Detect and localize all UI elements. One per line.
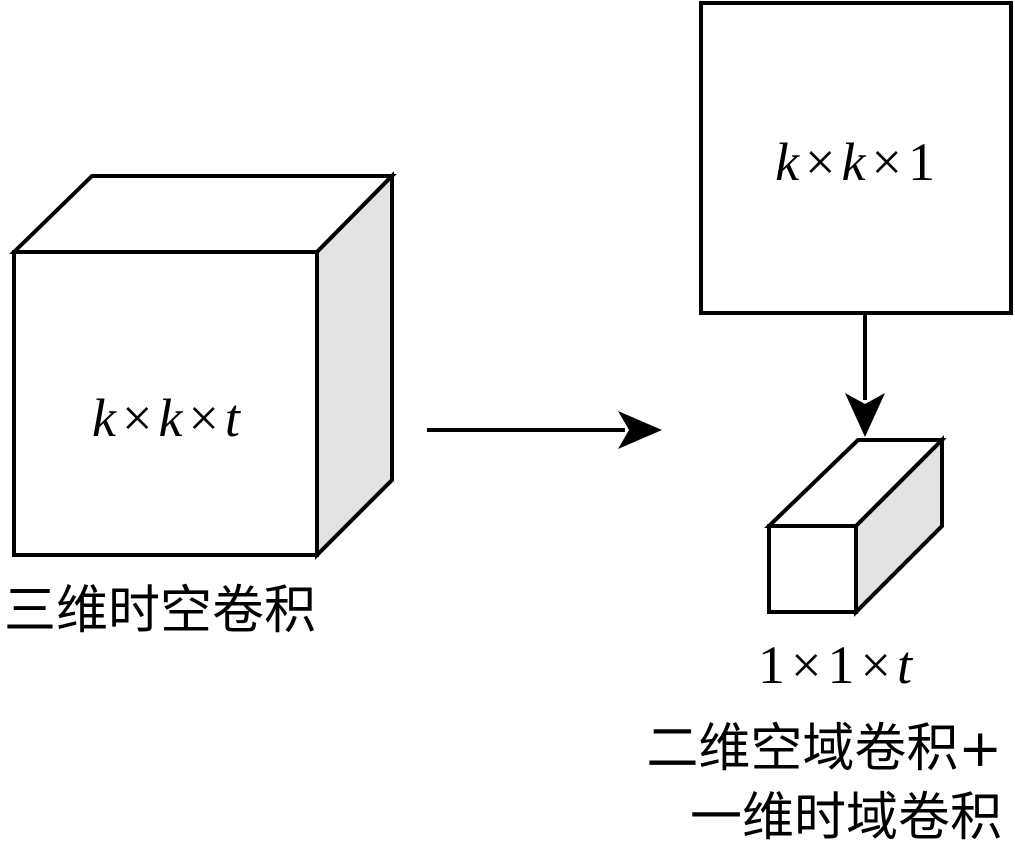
arrow-head <box>618 411 662 449</box>
temporal-kernel-box <box>764 435 947 617</box>
box-front-face <box>767 524 858 614</box>
transform-arrow <box>427 411 662 449</box>
cube-front-face <box>12 250 319 557</box>
square-dimension-label: k×k×1 <box>775 132 935 192</box>
spatiotemporal-kernel-cube <box>9 171 397 560</box>
temporal-conv-caption: 一维时域卷积 <box>690 788 1002 848</box>
box-dimension-label: 1×1×t <box>758 635 914 695</box>
spatial-conv-caption: 二维空域卷积+ <box>646 719 1002 779</box>
cube-dimension-label: k×k×t <box>92 388 242 448</box>
downward-arrow-head <box>845 393 885 437</box>
spatiotemporal-conv-caption: 三维时空卷积 <box>4 581 316 641</box>
downward-arrow <box>845 313 885 437</box>
spatial-kernel-square <box>699 1 1013 315</box>
